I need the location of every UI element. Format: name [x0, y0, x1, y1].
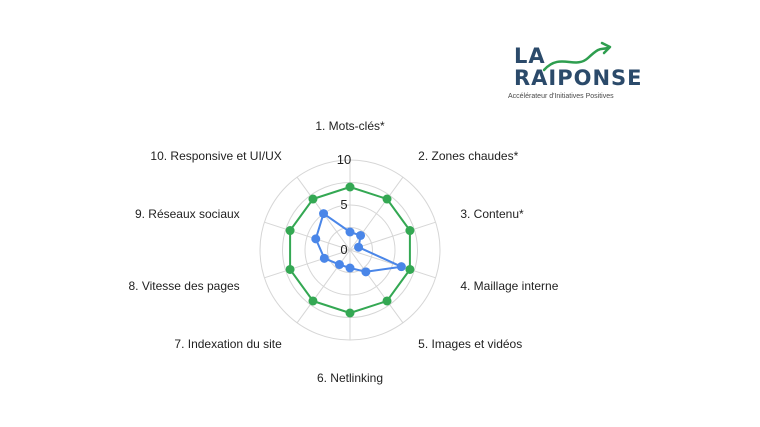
series-2-point-5: [361, 267, 371, 277]
series-2-point-8: [319, 253, 329, 263]
series-2-point-6: [345, 263, 355, 273]
series-1-point-2: [382, 194, 392, 204]
spoke-4: [349, 249, 436, 279]
series-1-point-5: [382, 296, 392, 306]
axis-label-8: 8. Vitesse des pages: [128, 279, 239, 293]
series-1-point-8: [285, 264, 295, 274]
axis-label-2: 2. Zones chaudes*: [418, 149, 518, 163]
spoke-8: [264, 249, 351, 279]
series-2-point-10: [319, 209, 329, 219]
tick-label-10: 10: [337, 152, 351, 167]
tick-label-0: 0: [340, 242, 347, 257]
series-1-point-9: [285, 226, 295, 236]
series-1-point-4: [405, 264, 415, 274]
series-2-point-9: [311, 234, 321, 244]
axis-label-1: 1. Mots-clés*: [315, 119, 385, 133]
axis-label-4: 4. Maillage interne: [460, 279, 558, 293]
spoke-9: [264, 221, 351, 251]
brand-logo: LA RAIPONSE Accélérateur d'Initiatives P…: [500, 40, 643, 110]
tick-label-5: 5: [340, 197, 347, 212]
series-2-point-2: [356, 230, 366, 240]
series-2-point-4: [396, 262, 406, 272]
series-2-point-7: [334, 260, 344, 270]
series-1-point-6: [345, 308, 355, 318]
radar-axis-labels: 1. Mots-clés* 2. Zones chaudes* 3. Contenu…: [128, 119, 558, 385]
radar-ticks: 0 5 10: [337, 152, 351, 257]
series-1-point-1: [345, 182, 355, 192]
logo-tagline: Accélérateur d'Initiatives Positives: [508, 93, 614, 100]
axis-label-10: 10. Responsive et UI/UX: [150, 149, 281, 163]
logo-text-raiponse: RAIPONSE: [514, 66, 643, 90]
growth-arrow-icon: [542, 41, 612, 72]
logo-text-la: LA: [514, 44, 546, 68]
axis-label-7: 7. Indexation du site: [174, 337, 282, 351]
axis-label-5: 5. Images et vidéos: [418, 337, 522, 351]
series-2-point-1: [345, 227, 355, 237]
axis-label-9: 9. Réseaux sociaux: [135, 207, 240, 221]
series-1-point-3: [405, 226, 415, 236]
spoke-3: [349, 221, 436, 251]
axis-label-3: 3. Contenu*: [460, 207, 524, 221]
axis-label-6: 6. Netlinking: [317, 371, 383, 385]
spoke-5: [349, 249, 404, 324]
series-1-point-10: [308, 194, 318, 204]
radar-series: [285, 182, 415, 318]
series-2-point-3: [354, 242, 364, 252]
series-1-point-7: [308, 296, 318, 306]
